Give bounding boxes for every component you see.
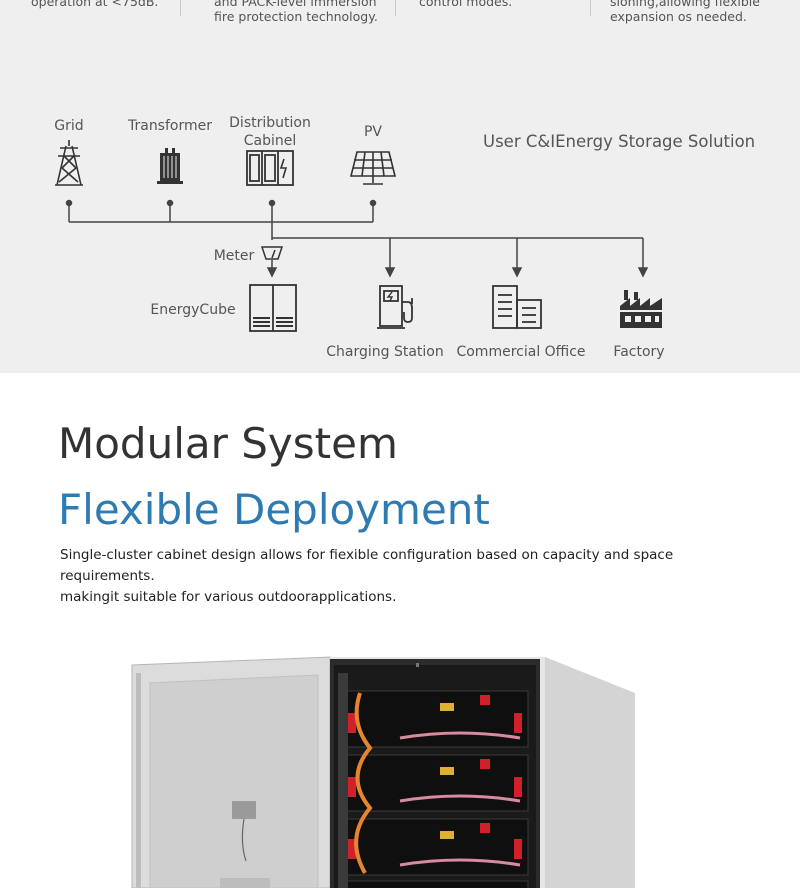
- description-line-1: Single-cluster cabinet design allows for…: [60, 547, 674, 584]
- modular-system-section: Modular System Flexible Deployment Singl…: [0, 373, 800, 888]
- energy-storage-cabinet-image: [131, 656, 635, 888]
- solution-diagram-section: operation at <75dB. and PACK-level immer…: [0, 0, 800, 373]
- feature-text-fire-protection: and PACK-level immersion fire protection…: [214, 0, 378, 24]
- feature-divider: [590, 0, 591, 16]
- solution-title: User C&IEnergy Storage Solution: [483, 132, 756, 151]
- factory-icon: [620, 290, 662, 328]
- energycube-label: EnergyCube: [150, 302, 236, 318]
- office-building-icon: [492, 285, 542, 329]
- battery-modules: [341, 690, 529, 888]
- feature-divider: [395, 0, 396, 16]
- factory-label: Factory: [613, 344, 665, 360]
- pv-label: PV: [363, 124, 383, 140]
- feature-text-noise: operation at <75dB.: [31, 0, 159, 9]
- flexible-deployment-heading: Flexible Deployment: [58, 485, 490, 534]
- power-tower-icon: [55, 140, 83, 186]
- charging-station-label: Charging Station: [326, 344, 444, 360]
- feature-text-expansion: sioning,allowing flexible expansion os n…: [610, 0, 760, 24]
- energycube-icon: [249, 284, 297, 332]
- transformer-icon: [157, 148, 183, 184]
- modular-system-heading: Modular System: [58, 419, 398, 468]
- commercial-office-label: Commercial Office: [456, 344, 586, 360]
- feature-divider: [180, 0, 181, 16]
- transformer-label: Transformer: [127, 118, 212, 134]
- distribution-cabinet-label: Distribution Cabinel: [229, 115, 311, 149]
- distribution-cabinet-icon: [246, 150, 294, 186]
- connection-lines: [65, 199, 649, 278]
- description-line-2: makingit suitable for various outdoorapp…: [60, 589, 397, 605]
- modular-description: Single-cluster cabinet design allows for…: [60, 545, 760, 608]
- feature-text-control-modes: control modes.: [419, 0, 513, 9]
- solar-panel-icon: [349, 151, 397, 185]
- meter-icon: [260, 246, 284, 260]
- charging-station-icon: [377, 285, 413, 329]
- grid-label: Grid: [54, 118, 84, 134]
- meter-label: Meter: [213, 248, 255, 264]
